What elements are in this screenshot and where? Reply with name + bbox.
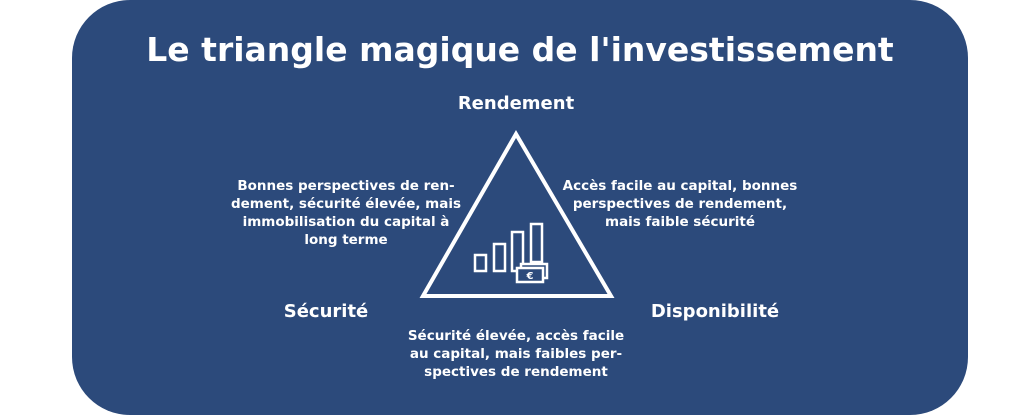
euro-icon: € bbox=[526, 271, 534, 282]
description-right: Accès facile au capital, bonnes perspect… bbox=[560, 177, 800, 231]
desc-line: perspectives de rendement, bbox=[572, 196, 788, 212]
desc-line: long terme bbox=[304, 232, 388, 248]
desc-line: spectives de rendement bbox=[424, 364, 608, 380]
diagram-panel bbox=[72, 0, 968, 415]
description-left: Bonnes perspectives de ren- dement, sécu… bbox=[226, 177, 466, 249]
desc-line: Accès facile au capital, bonnes bbox=[562, 178, 798, 194]
corner-label-securite: Sécurité bbox=[283, 301, 369, 322]
desc-line: mais faible sécurité bbox=[605, 214, 755, 230]
desc-line: immobilisation du capital à bbox=[242, 214, 450, 230]
description-bottom: Sécurité élevée, accès facile au capital… bbox=[396, 327, 636, 381]
corner-label-rendement: Rendement bbox=[457, 93, 575, 114]
diagram-title: Le triangle magique de l'investissement bbox=[146, 30, 894, 69]
triangle-shape bbox=[419, 130, 615, 298]
desc-line: Bonnes perspectives de ren- bbox=[237, 178, 455, 194]
corner-label-disponibilite: Disponibilité bbox=[650, 301, 780, 322]
desc-line: Sécurité élevée, accès facile bbox=[407, 328, 625, 344]
desc-line: au capital, mais faibles per- bbox=[409, 346, 623, 362]
chart-money-icon bbox=[473, 222, 549, 284]
desc-line: dement, sécurité élevée, mais bbox=[230, 196, 462, 212]
